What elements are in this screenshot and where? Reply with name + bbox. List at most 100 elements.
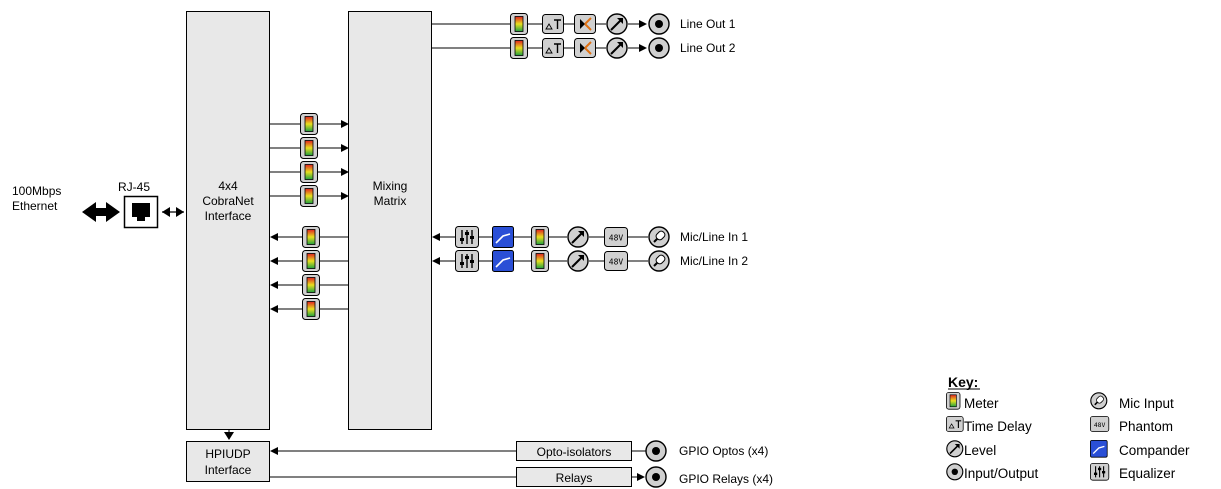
meter-icon [510, 37, 528, 59]
key-phantom: Phantom [1090, 415, 1173, 434]
svg-text:Interface: Interface [205, 209, 252, 223]
svg-text:Mic Input: Mic Input [1119, 396, 1174, 411]
mixing-matrix-block: Mixing Matrix [348, 11, 432, 430]
output-jack-icon [648, 13, 670, 35]
equalizer-icon [454, 225, 480, 249]
meter-icon [531, 250, 549, 272]
time-delay-icon [541, 13, 565, 35]
meter-icon [946, 391, 961, 410]
cobranet-tx-channel-3 [270, 274, 348, 296]
mic-line-in-2-label: Mic/Line In 2 [680, 254, 748, 268]
output-jack-icon [648, 37, 670, 59]
opto-isolators-label: Opto-isolators [537, 445, 612, 459]
meter-icon [300, 185, 318, 207]
key-title: Key: [948, 374, 978, 390]
input-output-icon [946, 463, 964, 481]
key-compander: Compander [1089, 439, 1190, 458]
ethernet-label: 100Mbps Ethernet [12, 184, 61, 213]
svg-text:Matrix: Matrix [374, 194, 407, 208]
key-equalizer: Equalizer [1089, 462, 1176, 481]
rj45-cobranet-arrow [162, 207, 184, 217]
hpiudp-interface-block: HPIUDP Interface [186, 441, 270, 482]
svg-text:Ethernet: Ethernet [12, 199, 58, 213]
meter-icon [302, 250, 320, 272]
time-delay-icon [945, 415, 964, 433]
svg-text:Input/Output: Input/Output [964, 466, 1039, 481]
svg-text:Mixing: Mixing [373, 179, 408, 193]
svg-text:Phantom: Phantom [1119, 419, 1173, 434]
phantom-icon [604, 251, 628, 271]
compander-icon [491, 225, 515, 249]
key-time-delay: Time Delay [945, 415, 1032, 434]
meter-icon [510, 13, 528, 35]
cobranet-tx-channel-1 [270, 226, 348, 248]
gpio-opto-jack-icon [645, 440, 667, 462]
svg-text:Interface: Interface [205, 463, 252, 477]
mic-input-icon [1090, 391, 1108, 410]
ethernet-double-arrow [82, 202, 120, 222]
key-level: Level [946, 440, 996, 458]
meter-icon [302, 274, 320, 296]
mixer-to-cobranet-channels [270, 226, 348, 320]
svg-text:Equalizer: Equalizer [1119, 466, 1176, 481]
mic-input-icon [648, 250, 670, 272]
mute-icon [573, 37, 597, 59]
svg-text:Time Delay: Time Delay [964, 419, 1032, 434]
svg-text:Compander: Compander [1119, 443, 1190, 458]
rj45-label: RJ-45 [118, 180, 150, 194]
key-input-output: Input/Output [946, 463, 1039, 481]
svg-text:CobraNet: CobraNet [202, 194, 254, 208]
mic-input-icon [648, 226, 670, 248]
mute-icon [573, 13, 597, 35]
level-icon [606, 13, 628, 35]
cobranet-rx-channel-3 [270, 161, 349, 183]
mic-line-in-1-label: Mic/Line In 1 [680, 230, 748, 244]
time-delay-icon [541, 37, 565, 59]
meter-icon [300, 137, 318, 159]
cobranet-rx-channel-4 [270, 185, 349, 207]
level-icon [606, 37, 628, 59]
compander-icon [491, 249, 515, 273]
equalizer-icon [454, 249, 480, 273]
svg-text:100Mbps: 100Mbps [12, 184, 61, 198]
equalizer-icon [1089, 462, 1110, 481]
gpio-relay-jack-icon [645, 466, 667, 488]
cobranet-to-mixer-channels [270, 113, 349, 207]
level-icon [567, 250, 589, 272]
cobranet-rx-channel-2 [270, 137, 349, 159]
cobranet-interface-block: 4x4 CobraNet Interface [186, 11, 270, 430]
gpio-optos-chain: Opto-isolators GPIO Optos (x4) [270, 440, 768, 462]
meter-icon [531, 226, 549, 248]
gpio-optos-label: GPIO Optos (x4) [679, 444, 768, 458]
line-out-1-label: Line Out 1 [680, 17, 736, 31]
svg-text:4x4: 4x4 [218, 179, 238, 193]
cobranet-tx-channel-4 [270, 298, 348, 320]
level-icon [567, 226, 589, 248]
svg-text:Level: Level [964, 443, 996, 458]
cobranet-rx-channel-1 [270, 113, 349, 135]
gpio-relays-label: GPIO Relays (x4) [679, 472, 773, 486]
line-out-2-label: Line Out 2 [680, 41, 736, 55]
cobranet-tx-channel-2 [270, 250, 348, 272]
rj45-icon [123, 195, 159, 229]
key-mic-input: Mic Input [1090, 391, 1174, 411]
meter-icon [302, 298, 320, 320]
meter-icon [300, 113, 318, 135]
gpio-relays-chain: Relays GPIO Relays (x4) [270, 466, 773, 488]
level-icon [946, 440, 964, 458]
key-meter: Meter [946, 391, 999, 411]
line-out-2-chain: Line Out 2 [432, 37, 736, 59]
legend-key: Key: Meter Time Delay Level Input/Output… [945, 374, 1190, 481]
line-out-1-chain: Line Out 1 [432, 13, 736, 35]
mic-line-in-1-chain: Mic/Line In 1 [432, 225, 748, 249]
svg-text:HPIUDP: HPIUDP [205, 447, 250, 461]
compander-icon [1089, 439, 1108, 458]
mic-line-in-2-chain: Mic/Line In 2 [432, 249, 748, 273]
meter-icon [302, 226, 320, 248]
svg-text:Meter: Meter [964, 396, 999, 411]
phantom-icon [604, 227, 628, 247]
meter-icon [300, 161, 318, 183]
relays-label: Relays [556, 471, 593, 485]
cobranet-to-hpiudp-arrow [224, 430, 234, 440]
